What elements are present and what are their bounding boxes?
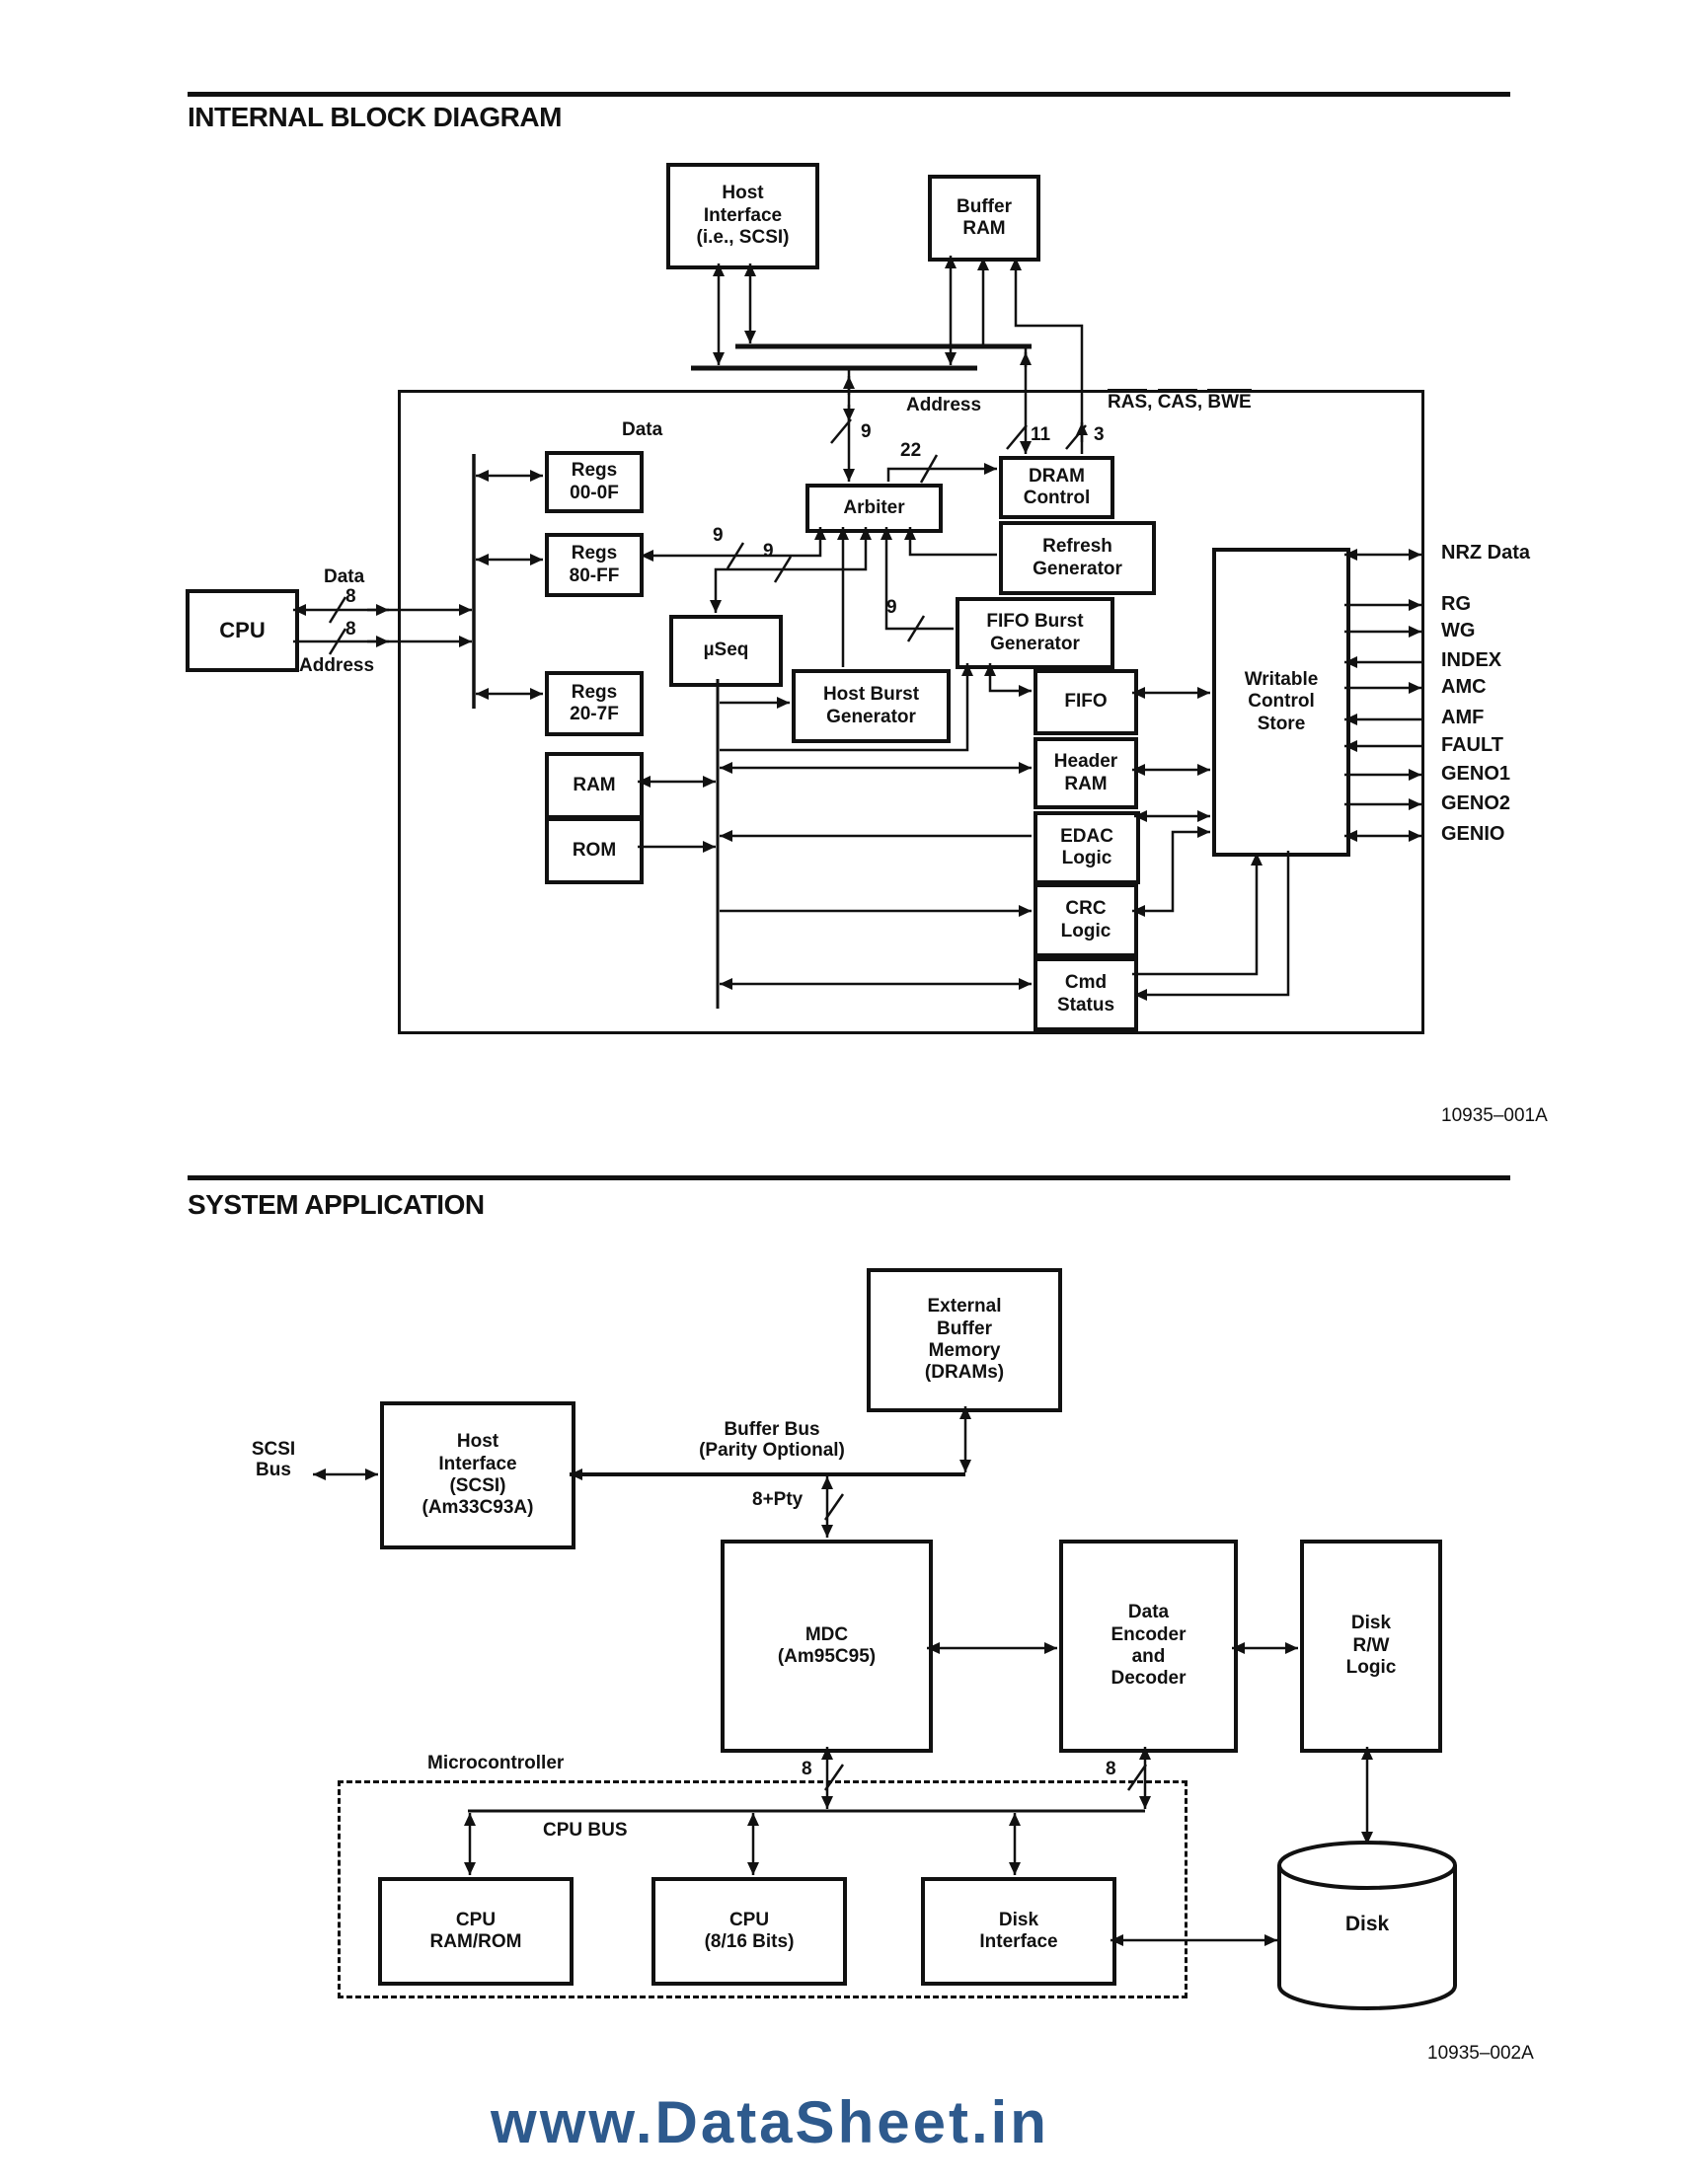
- block-buffer-ram: Buffer RAM: [928, 175, 1040, 262]
- address-bus-width: 11: [1031, 424, 1051, 445]
- block-external-buffer-memory: External Buffer Memory (DRAMs): [867, 1268, 1062, 1412]
- block-header-ram: Header RAM: [1034, 737, 1138, 809]
- disk-cylinder-label: Disk: [1344, 1913, 1390, 1935]
- signal-nrz-data: NRZ Data: [1441, 542, 1531, 564]
- signal-amf: AMF: [1441, 707, 1485, 728]
- tick-cpu-data-8: [328, 596, 347, 624]
- block-cpu-8-16-bits: CPU (8/16 Bits): [651, 1877, 847, 1986]
- block-writable-control-store: Writable Control Store: [1212, 548, 1350, 857]
- block-host-interface-scsi: Host Interface (SCSI) (Am33C93A): [380, 1401, 575, 1549]
- regs-path-width: 9: [713, 525, 724, 546]
- disk-cylinder-top: [1277, 1841, 1457, 1890]
- address-bus-label: Address: [906, 395, 982, 415]
- mdc-cpu-width: 8: [802, 1759, 812, 1779]
- top-rule: [188, 92, 1510, 97]
- block-cmd-status: Cmd Status: [1034, 957, 1138, 1031]
- block-cpu: CPU: [186, 589, 299, 672]
- encoder-cpu-width: 8: [1106, 1759, 1116, 1779]
- cpu-address-label: Address: [299, 655, 375, 676]
- block-data-encoder: Data Encoder and Decoder: [1059, 1540, 1238, 1753]
- cpu-data-width: 8: [345, 586, 356, 607]
- ras-cas-bwe-label: RAS, CAS, BWE: [1108, 389, 1252, 413]
- system-application-title: SYSTEM APPLICATION: [188, 1189, 485, 1220]
- block-regs-00-0f: Regs 00-0F: [545, 451, 644, 513]
- figure-ref-internal: 10935–001A: [1441, 1105, 1548, 1126]
- separator: ,: [1147, 392, 1158, 413]
- bwe-label: BWE: [1207, 389, 1252, 413]
- block-arbiter: Arbiter: [805, 484, 943, 533]
- block-edac-logic: EDAC Logic: [1034, 811, 1140, 884]
- ras-label: RAS: [1108, 389, 1148, 413]
- arbiter-dram-width: 22: [900, 440, 922, 461]
- signal-index: INDEX: [1441, 649, 1502, 671]
- signal-wg: WG: [1441, 620, 1476, 641]
- data-bus-width: 9: [861, 421, 872, 442]
- block-ram: RAM: [545, 752, 644, 819]
- signal-fault: FAULT: [1441, 734, 1503, 756]
- block-fifo: FIFO: [1034, 669, 1138, 735]
- block-fifo-burst-generator: FIFO Burst Generator: [956, 597, 1114, 669]
- signal-rg: RG: [1441, 593, 1471, 615]
- signal-genio: GENIO: [1441, 823, 1505, 845]
- tick-buffer-8pty: [823, 1493, 845, 1521]
- cpu-data-label: Data: [324, 566, 365, 587]
- block-disk-rw-logic: Disk R/W Logic: [1300, 1540, 1442, 1753]
- data-bus-label: Data: [622, 419, 663, 440]
- microcontroller-label: Microcontroller: [427, 1753, 565, 1773]
- separator: ,: [1196, 392, 1208, 413]
- cas-label: CAS: [1157, 389, 1197, 413]
- block-refresh-generator: Refresh Generator: [999, 521, 1156, 595]
- scsi-bus-label: SCSI Bus: [251, 1439, 296, 1481]
- figure-ref-system: 10935–002A: [1427, 2043, 1534, 2064]
- block-host-interface: Host Interface (i.e., SCSI): [666, 163, 819, 269]
- cpu-bus-label: CPU BUS: [543, 1820, 628, 1841]
- datasheet-watermark: www.DataSheet.in: [491, 2089, 1049, 2155]
- cpu-address-width: 8: [345, 619, 356, 640]
- block-dram-control: DRAM Control: [999, 456, 1114, 519]
- block-useq: µSeq: [669, 615, 783, 687]
- signal-geno2: GENO2: [1441, 792, 1511, 814]
- block-mdc: MDC (Am95C95): [721, 1540, 933, 1753]
- chip-boundary-box: [398, 390, 1424, 1034]
- signal-geno1: GENO1: [1441, 763, 1511, 785]
- block-rom: ROM: [545, 817, 644, 884]
- buffer-bus-width: 8+Pty: [752, 1489, 804, 1510]
- block-crc-logic: CRC Logic: [1034, 883, 1138, 957]
- block-regs-20-7f: Regs 20-7F: [545, 671, 644, 736]
- block-cpu-ram-rom: CPU RAM/ROM: [378, 1877, 574, 1986]
- useq-path-width: 9: [763, 541, 774, 562]
- internal-diagram-title: INTERNAL BLOCK DIAGRAM: [188, 102, 562, 132]
- section-divider-rule: [188, 1175, 1510, 1180]
- block-host-burst-generator: Host Burst Generator: [792, 669, 951, 743]
- tick-cpu-address-8: [328, 628, 347, 655]
- fifo-path-width: 9: [886, 597, 897, 618]
- block-disk-interface: Disk Interface: [921, 1877, 1116, 1986]
- disk-cylinder-body: [1277, 1865, 1457, 2010]
- buffer-bus-label: Buffer Bus (Parity Optional): [699, 1419, 845, 1462]
- signal-amc: AMC: [1441, 676, 1487, 698]
- control-bus-width: 3: [1094, 424, 1105, 445]
- microcontroller-boundary: [338, 1780, 1187, 1998]
- block-regs-80-ff: Regs 80-FF: [545, 533, 644, 597]
